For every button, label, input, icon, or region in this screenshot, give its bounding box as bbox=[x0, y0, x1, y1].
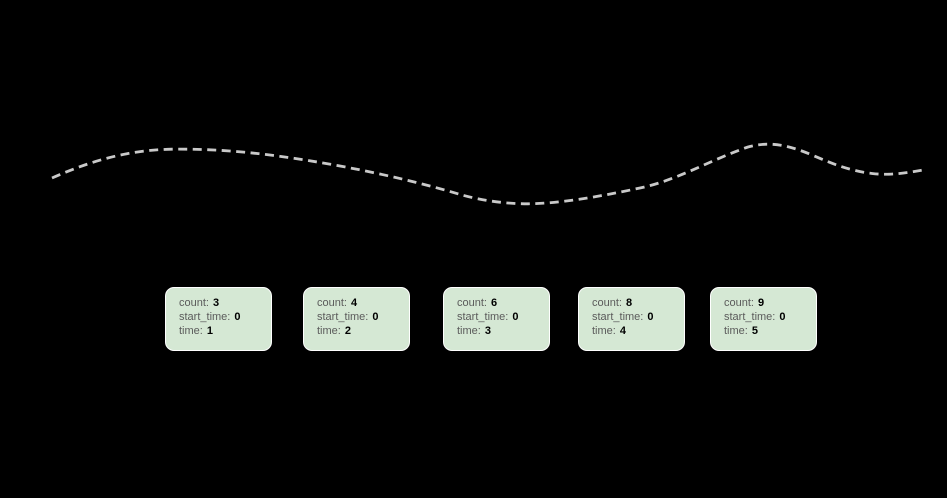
field-time: time:3 bbox=[457, 324, 543, 338]
start-time-value: 0 bbox=[234, 311, 241, 323]
time-label: time: bbox=[592, 325, 616, 337]
time-label: time: bbox=[179, 325, 203, 337]
field-time: time:1 bbox=[179, 324, 265, 338]
count-value: 4 bbox=[350, 297, 358, 309]
count-value: 3 bbox=[212, 297, 220, 309]
count-label: count: bbox=[724, 297, 754, 309]
field-time: time:5 bbox=[724, 324, 810, 338]
start-time-label: start_time: bbox=[179, 311, 231, 323]
time-label: time: bbox=[724, 325, 748, 337]
field-time: time:2 bbox=[317, 324, 403, 338]
time-label: time: bbox=[457, 325, 481, 337]
time-value: 4 bbox=[619, 325, 626, 337]
time-value: 3 bbox=[484, 325, 491, 337]
time-value: 1 bbox=[206, 325, 213, 337]
frame-box-3: count:6 start_time:0 time:3 bbox=[443, 287, 550, 351]
start-time-label: start_time: bbox=[724, 311, 776, 323]
field-count: count:3 bbox=[179, 296, 265, 310]
start-time-value: 0 bbox=[779, 311, 786, 323]
frame-box-5: count:9 start_time:0 time:5 bbox=[710, 287, 817, 351]
start-time-value: 0 bbox=[372, 311, 379, 323]
frame-box-4: count:8 start_time:0 time:4 bbox=[578, 287, 685, 351]
time-value: 5 bbox=[751, 325, 758, 337]
field-count: count:9 bbox=[724, 296, 810, 310]
start-time-value: 0 bbox=[512, 311, 519, 323]
field-start-time: start_time:0 bbox=[179, 310, 265, 324]
dashed-curve-path bbox=[51, 142, 927, 206]
time-value: 2 bbox=[344, 325, 351, 337]
field-count: count:8 bbox=[592, 296, 678, 310]
count-label: count: bbox=[317, 297, 347, 309]
field-start-time: start_time:0 bbox=[457, 310, 543, 324]
field-start-time: start_time:0 bbox=[724, 310, 810, 324]
frame-box-1: count:3 start_time:0 time:1 bbox=[165, 287, 272, 351]
count-value: 9 bbox=[757, 297, 765, 309]
field-start-time: start_time:0 bbox=[592, 310, 678, 324]
count-value: 8 bbox=[625, 297, 633, 309]
field-count: count:6 bbox=[457, 296, 543, 310]
count-label: count: bbox=[457, 297, 487, 309]
field-time: time:4 bbox=[592, 324, 678, 338]
frame-box-2: count:4 start_time:0 time:2 bbox=[303, 287, 410, 351]
start-time-label: start_time: bbox=[457, 311, 509, 323]
start-time-label: start_time: bbox=[592, 311, 644, 323]
start-time-value: 0 bbox=[647, 311, 654, 323]
time-label: time: bbox=[317, 325, 341, 337]
start-time-label: start_time: bbox=[317, 311, 369, 323]
field-count: count:4 bbox=[317, 296, 403, 310]
field-start-time: start_time:0 bbox=[317, 310, 403, 324]
count-label: count: bbox=[179, 297, 209, 309]
count-label: count: bbox=[592, 297, 622, 309]
count-value: 6 bbox=[490, 297, 498, 309]
